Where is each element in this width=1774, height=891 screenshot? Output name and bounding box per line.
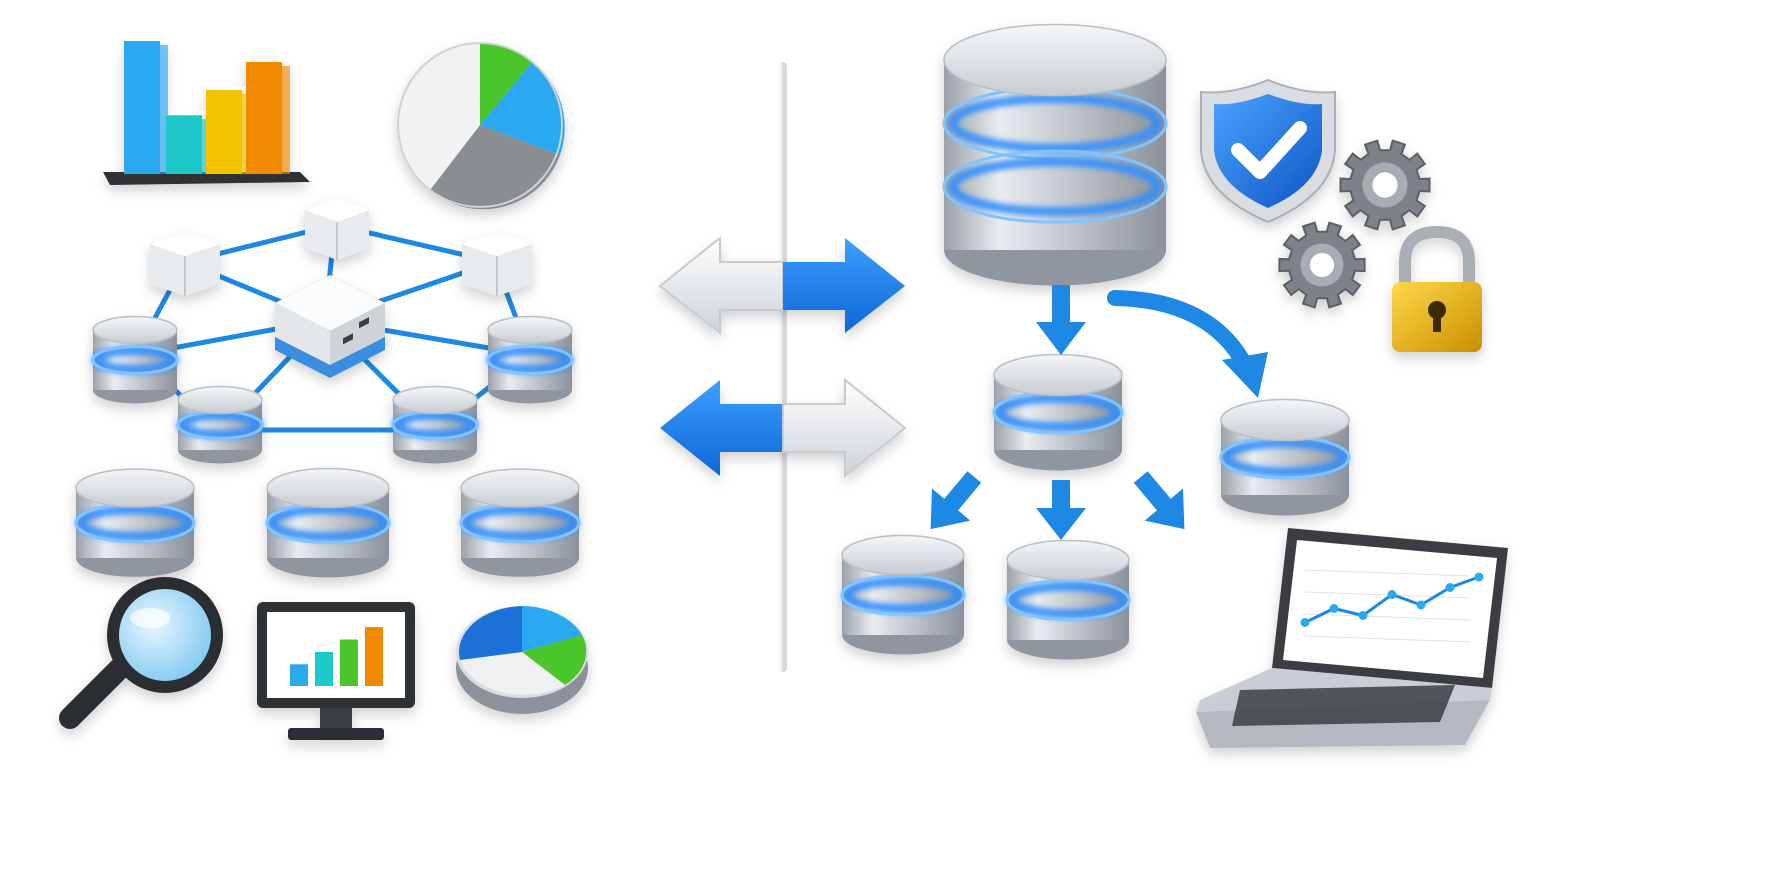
flow-arrows <box>930 285 1268 540</box>
laptop-line-chart <box>1300 569 1484 643</box>
gear <box>1339 139 1431 231</box>
database-cylinder <box>391 385 479 464</box>
database-cylinder <box>942 23 1168 286</box>
line-point <box>1474 572 1484 582</box>
arrow-down-icon <box>1036 285 1086 355</box>
line-point <box>1387 590 1397 599</box>
database-cylinder-icon <box>74 315 581 578</box>
database-cylinder <box>74 468 196 577</box>
database-cylinder <box>1005 539 1131 660</box>
arrow-down-icon <box>1036 480 1086 540</box>
database-cylinder <box>265 467 391 578</box>
arrow-down-left-icon <box>930 471 982 530</box>
database-cylinder <box>176 385 264 464</box>
shield-check-icon <box>1200 78 1336 224</box>
database-cylinder <box>91 315 179 404</box>
line-point <box>1300 618 1310 627</box>
database-cylinder <box>840 534 966 655</box>
line-point <box>1329 604 1339 613</box>
database-cylinder <box>992 353 1124 471</box>
gear <box>1278 221 1366 309</box>
sync-arrows-icon <box>658 235 907 479</box>
curved-arrow-icon <box>1107 290 1268 398</box>
arrow-down-right-icon <box>1133 471 1185 530</box>
gear-icon <box>1278 139 1431 309</box>
bar-chart-bar <box>124 37 168 174</box>
monitor-bar <box>365 627 383 686</box>
database-cylinder <box>486 315 574 404</box>
database-cylinder <box>459 468 581 577</box>
monitor-bar <box>315 651 333 686</box>
bar-chart-bar <box>246 58 290 174</box>
database-cylinder <box>1219 398 1351 516</box>
magnifier-icon <box>59 577 223 729</box>
padlock-icon <box>1392 225 1482 352</box>
pie-chart-icon <box>397 42 565 210</box>
monitor-bar-chart-icon <box>257 602 415 740</box>
bar-chart-bar <box>166 111 210 174</box>
line-point <box>1416 600 1426 610</box>
monitor-bar <box>290 664 308 686</box>
pie-chart-blue-icon <box>456 606 588 714</box>
line-point <box>1358 611 1368 620</box>
replica-database-icon <box>840 353 1351 660</box>
monitor-bars <box>290 627 383 686</box>
bar-chart-bar <box>206 86 250 174</box>
divider-pole-icon <box>779 62 787 672</box>
line-point <box>1445 583 1455 592</box>
monitor-bar <box>340 639 358 686</box>
master-database-icon <box>942 23 1168 286</box>
bar-chart-icon <box>103 37 310 185</box>
laptop-line-chart-icon <box>1196 528 1508 748</box>
